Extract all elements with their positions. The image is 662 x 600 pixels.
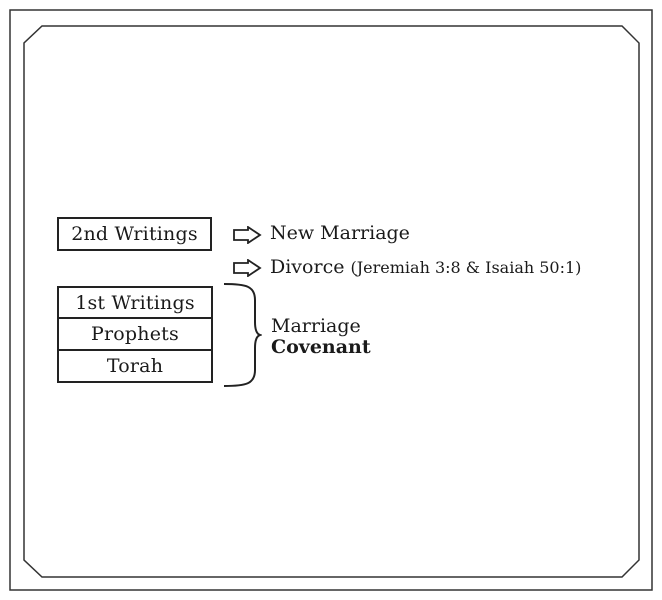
- covenant-label: Covenant: [271, 336, 371, 358]
- divorce-label: Divorce (Jeremiah 3:8 & Isaiah 50:1): [270, 256, 582, 278]
- right-curly-brace-icon: [223, 283, 262, 387]
- prophets-box: Prophets: [57, 317, 213, 351]
- prophets-label: Prophets: [91, 323, 179, 345]
- new-marriage-label: New Marriage: [270, 222, 410, 244]
- first-writings-label: 1st Writings: [75, 291, 195, 314]
- marriage-label: Marriage: [271, 315, 361, 337]
- torah-box: Torah: [57, 349, 213, 383]
- divorce-reference: (Jeremiah 3:8 & Isaiah 50:1): [350, 258, 582, 277]
- first-writings-box: 1st Writings: [57, 286, 213, 319]
- marriage-covenant-label: Marriage Covenant: [271, 316, 371, 358]
- hollow-arrow-icon: [233, 259, 262, 277]
- hollow-arrow-icon: [233, 226, 262, 244]
- second-writings-label: 2nd Writings: [71, 223, 198, 245]
- second-writings-box: 2nd Writings: [57, 217, 212, 251]
- torah-label: Torah: [106, 355, 164, 377]
